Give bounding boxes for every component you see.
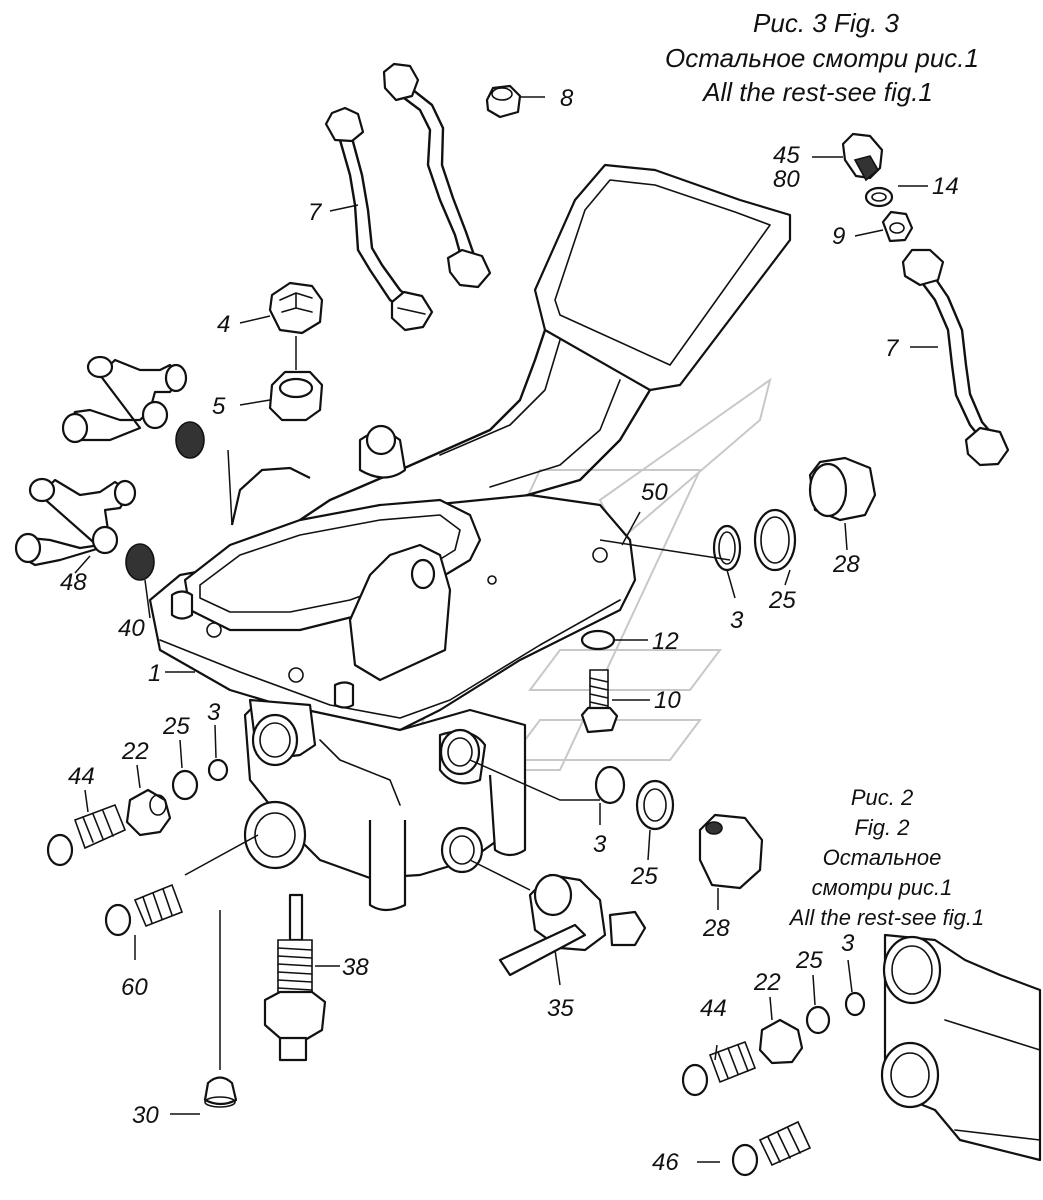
- washer-25-mid: [635, 779, 675, 831]
- fig2-note-en: All the rest-see fig.1: [788, 905, 984, 930]
- callout-45: 45: [773, 142, 800, 169]
- fig2-title-ru: Рис. 2: [851, 785, 913, 810]
- callout-25-fig2: 25: [795, 947, 823, 974]
- callout-46: 46: [652, 1149, 679, 1176]
- o-ring-3-fig2: [844, 991, 866, 1017]
- pipe-7-center: [382, 62, 492, 289]
- washer-25-fig2: [805, 1005, 831, 1035]
- callout-44-fig2: 44: [700, 995, 727, 1022]
- callout-30: 30: [132, 1102, 159, 1129]
- callout-40: 40: [118, 615, 145, 642]
- callout-25-left: 25: [162, 713, 190, 740]
- washer-25-left: [171, 769, 199, 801]
- fig2-note-ru-2: смотри рис.1: [812, 875, 953, 900]
- washer-25-mid-inner: [643, 788, 667, 822]
- bolt-10: [580, 629, 619, 734]
- fitting-45-80: [841, 132, 914, 243]
- callout-numbers: 8 45 80 14 9 7 7 4 5 50 28 25 3 48 40 1 …: [60, 85, 959, 1176]
- callout-8: 8: [560, 85, 574, 112]
- callout-60: 60: [121, 974, 148, 1001]
- callout-22-fig2: 22: [753, 969, 781, 996]
- o-ring-3-top-inner: [718, 531, 736, 565]
- tee-fitting-upper: [61, 355, 205, 459]
- pipe-7-right: [901, 248, 1010, 467]
- callout-7-left: 7: [308, 199, 323, 226]
- callout-5: 5: [212, 393, 226, 420]
- callout-48: 48: [60, 569, 87, 596]
- nut-22-fig2: [758, 1018, 804, 1065]
- leader-lines: [74, 96, 938, 1163]
- callout-10: 10: [654, 687, 681, 714]
- nut-22-left: [125, 788, 172, 837]
- nut-5: [268, 370, 324, 422]
- callout-9: 9: [832, 223, 845, 250]
- callout-3-top: 3: [730, 607, 744, 634]
- o-ring-3-mid: [594, 765, 626, 805]
- callout-4: 4: [217, 311, 230, 338]
- callout-1: 1: [148, 660, 161, 687]
- callout-28-mid: 28: [702, 915, 730, 942]
- brake-pedal: [298, 163, 792, 542]
- fig3-note-en: All the rest-see fig.1: [701, 77, 933, 107]
- callout-3-fig2: 3: [841, 930, 855, 957]
- fitting-60: [104, 883, 184, 937]
- cap-4: [268, 281, 324, 335]
- plug-28-top: [808, 456, 877, 522]
- callout-50: 50: [641, 479, 668, 506]
- callout-38: 38: [342, 954, 369, 981]
- callout-25-top: 25: [768, 587, 796, 614]
- fig2-title-en: Fig. 2: [854, 815, 909, 840]
- washer-25-top-inner: [760, 516, 790, 564]
- callout-3-left: 3: [207, 699, 221, 726]
- tee-fitting-48: [14, 477, 155, 581]
- drain-valve-35: [498, 873, 647, 977]
- plug-28-mid: [698, 813, 764, 890]
- callout-12: 12: [652, 628, 679, 655]
- nut-8: [485, 84, 522, 119]
- callout-7-right: 7: [885, 335, 900, 362]
- fig2-note-ru-1: Остальное: [823, 845, 942, 870]
- sensor-38: [263, 893, 327, 1062]
- fig3-note-ru: Остальное смотри рис.1: [665, 43, 979, 73]
- o-ring-3-left: [207, 758, 229, 782]
- pipe-7-left: [324, 106, 434, 332]
- fitting-44-fig2: [681, 1040, 757, 1097]
- callout-28-top: 28: [832, 551, 860, 578]
- valve-body: [148, 424, 637, 912]
- fig3-title: Рис. 3 Fig. 3: [753, 8, 899, 38]
- callout-35: 35: [547, 995, 574, 1022]
- callout-44-left: 44: [68, 763, 95, 790]
- cap-30: [203, 1076, 238, 1108]
- callout-25-mid: 25: [630, 863, 658, 890]
- washer-12: [580, 629, 616, 651]
- fig2-valve-fragment: [880, 933, 1042, 1162]
- callout-14: 14: [932, 173, 959, 200]
- callout-3-mid: 3: [593, 831, 607, 858]
- fitting-44-left: [46, 803, 127, 867]
- fitting-46: [731, 1120, 812, 1177]
- callout-22-left: 22: [121, 738, 149, 765]
- callout-80: 80: [773, 166, 800, 193]
